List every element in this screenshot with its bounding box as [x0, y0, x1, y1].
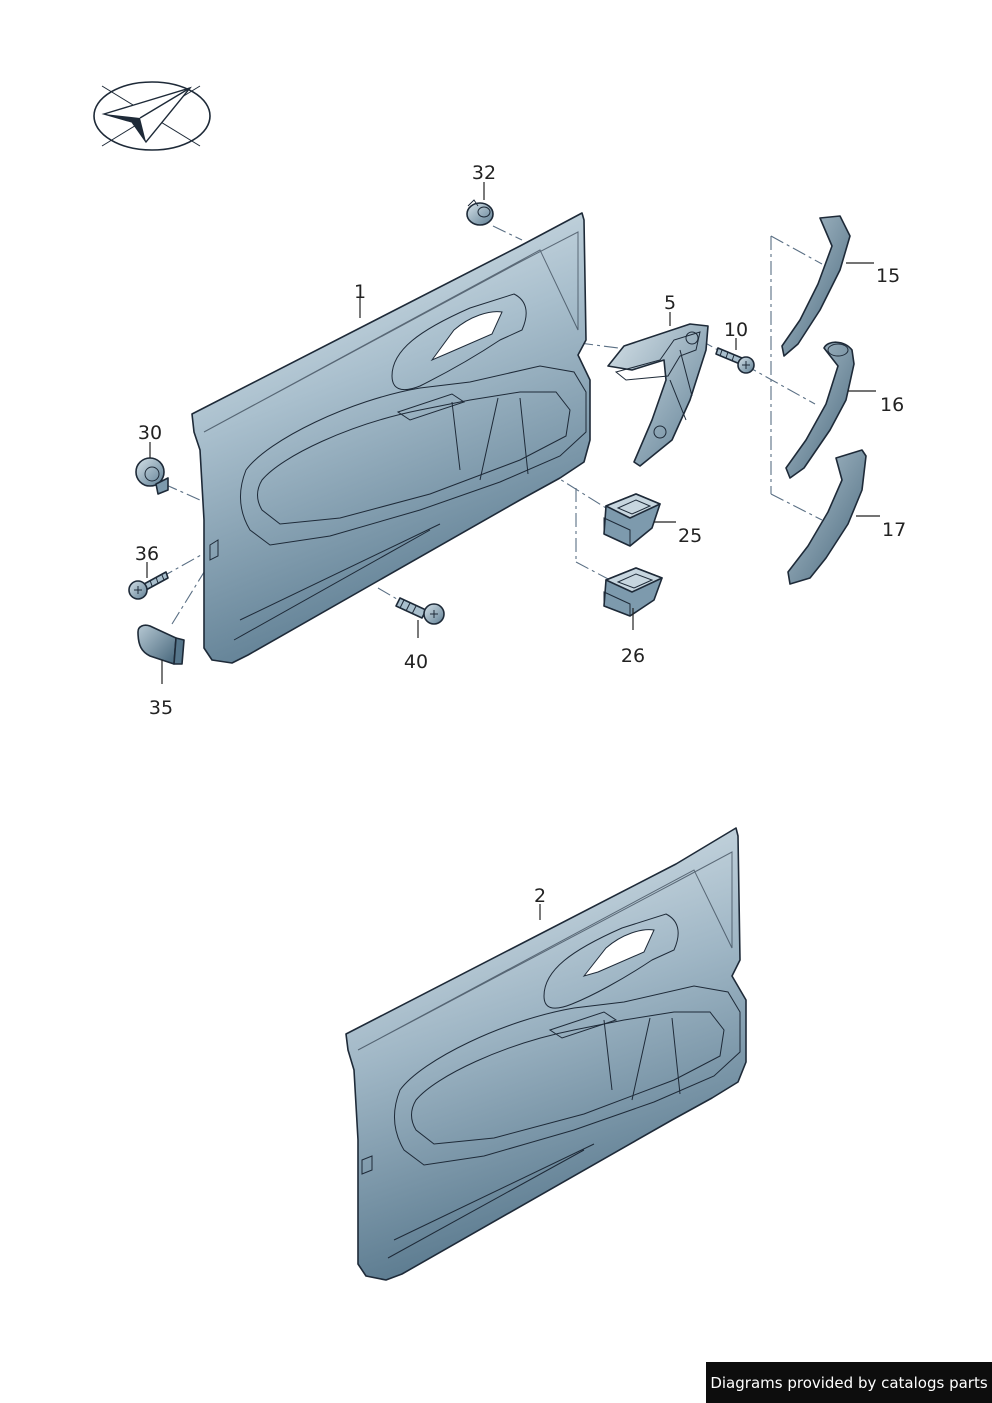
- screw-36: [128, 571, 169, 600]
- screw-40: [395, 597, 445, 625]
- callout-2: 2: [534, 885, 546, 907]
- door-trim-panel-2: [345, 827, 747, 1281]
- paper-plane-check-logo-icon: [93, 81, 211, 151]
- switch-housing-26: [603, 567, 663, 617]
- callout-25: 25: [678, 525, 702, 547]
- grab-handle-cover-15: [781, 215, 851, 357]
- callout-1: 1: [354, 281, 366, 303]
- door-trim-panel-1: [191, 212, 591, 664]
- grab-handle-cover-17: [787, 449, 867, 585]
- callout-35: 35: [149, 697, 173, 719]
- callout-16: 16: [880, 394, 904, 416]
- callout-26: 26: [621, 645, 645, 667]
- callout-17: 17: [882, 519, 906, 541]
- cap-35: [137, 624, 185, 665]
- callout-5: 5: [664, 292, 676, 314]
- callout-labels: 32 1 5 10 15 16 17 25 26 30 36 35 40 2: [135, 162, 906, 907]
- callout-40: 40: [404, 651, 428, 673]
- callout-32: 32: [472, 162, 496, 184]
- handle-bracket-5: [607, 323, 709, 467]
- callout-30: 30: [138, 422, 162, 444]
- callout-36: 36: [135, 543, 159, 565]
- callout-15: 15: [876, 265, 900, 287]
- leader-lines: [146, 182, 880, 920]
- grab-handle-cover-16: [785, 341, 855, 479]
- switch-housing-25: [603, 493, 661, 547]
- footer-credit-banner[interactable]: Diagrams provided by catalogs parts: [706, 1362, 992, 1403]
- clip-30: [135, 457, 169, 495]
- callout-10: 10: [724, 319, 748, 341]
- clip-32: [466, 199, 494, 226]
- screw-10: [715, 347, 755, 374]
